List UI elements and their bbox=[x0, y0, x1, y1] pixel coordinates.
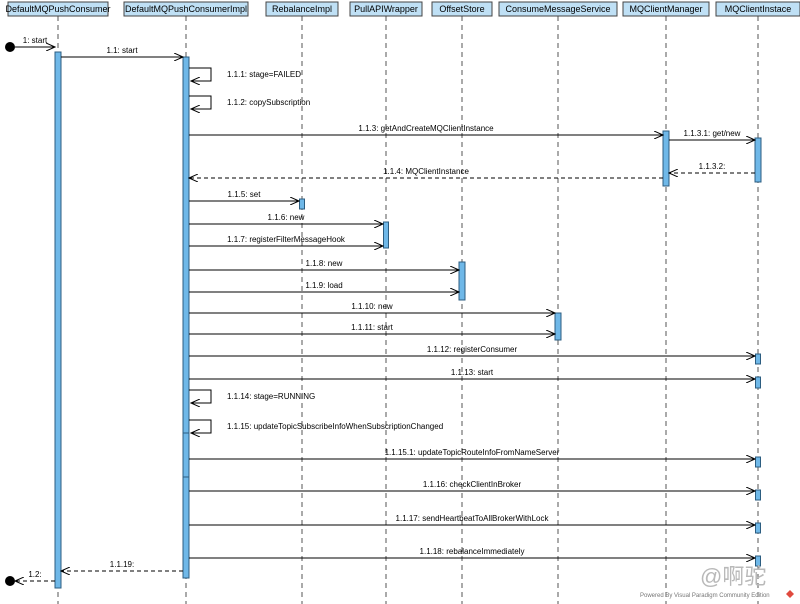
lifeline-header-box bbox=[498, 1, 618, 17]
message-label: 1: start bbox=[23, 36, 48, 45]
activation-bar-DefaultMQPushConsumer bbox=[54, 51, 62, 589]
end-point-icon bbox=[5, 576, 15, 586]
message-label: 1.1.10: new bbox=[351, 302, 393, 311]
lifeline-name: DefaultMQPushConsumerImpl bbox=[125, 4, 247, 14]
lifeline-header-box bbox=[431, 1, 493, 17]
message-15: 1.1.11: start bbox=[189, 323, 555, 334]
message-2: 1.1: start bbox=[61, 46, 183, 57]
lifeline-header-box bbox=[7, 1, 109, 17]
activation-bar-RebalanceImpl bbox=[299, 198, 305, 210]
message-6: 1.1.3.1: get/new bbox=[669, 129, 755, 140]
message-label: 1.1.17: sendHeartbeatToAllBrokerWithLock bbox=[396, 514, 550, 523]
message-label: 1.1.15: updateTopicSubscribeInfoWhenSubs… bbox=[227, 422, 443, 431]
message-label: 1.1.1: stage=FAILED bbox=[227, 70, 301, 79]
message-3: 1.1.1: stage=FAILED bbox=[189, 67, 301, 81]
lifeline-header-box bbox=[715, 1, 800, 17]
self-message-arrow bbox=[189, 419, 212, 433]
message-24: 1.1.19: bbox=[61, 560, 183, 571]
message-label: 1.1.19: bbox=[110, 560, 134, 569]
start-point-icon bbox=[5, 42, 15, 52]
activation-bar-MQClientInstace bbox=[755, 522, 761, 534]
message-label: 1.1.12: registerConsumer bbox=[427, 345, 518, 354]
lifeline-name: DefaultMQPushConsumer bbox=[5, 4, 110, 14]
message-label: 1.1.14: stage=RUNNING bbox=[227, 392, 315, 401]
message-label: 1.1.3.2: bbox=[699, 162, 726, 171]
message-25: 1.2: bbox=[15, 570, 55, 581]
activation-bar-MQClientInstace bbox=[755, 376, 761, 389]
message-label: 1.1.8: new bbox=[306, 259, 343, 268]
activation-bar-MQClientManager bbox=[662, 130, 670, 187]
message-19: 1.1.15: updateTopicSubscribeInfoWhenSubs… bbox=[189, 419, 443, 433]
message-11: 1.1.7: registerFilterMessageHook bbox=[189, 235, 383, 246]
lifeline-RebalanceImpl: RebalanceImpl bbox=[265, 1, 339, 604]
message-label: 1.1.4: MQClientInstance bbox=[383, 167, 469, 176]
message-7: 1.1.3.2: bbox=[669, 162, 755, 173]
lifeline-MQClientInstace: MQClientInstace bbox=[715, 1, 800, 604]
message-label: 1.1.9: load bbox=[305, 281, 342, 290]
lifeline-OffsetStore: OffsetStore bbox=[431, 1, 493, 604]
message-9: 1.1.5: set bbox=[189, 190, 299, 201]
lifeline-header-box bbox=[349, 1, 423, 17]
message-label: 1.1.13: start bbox=[451, 368, 494, 377]
message-22: 1.1.17: sendHeartbeatToAllBrokerWithLock bbox=[189, 514, 755, 525]
message-label: 1.1.3: getAndCreateMQClientInstance bbox=[358, 124, 494, 133]
message-label: 1.1.18: rebalanceImmediately bbox=[420, 547, 525, 556]
activation-bar-MQClientInstace bbox=[754, 137, 762, 183]
message-label: 1.1.15.1: updateTopicRouteInfoFromNameSe… bbox=[385, 448, 560, 457]
lifeline-ConsumeMessageService: ConsumeMessageService bbox=[498, 1, 618, 604]
message-21: 1.1.16: checkClientInBroker bbox=[189, 480, 755, 491]
activation-bar-OffsetStore bbox=[458, 261, 466, 301]
self-message-arrow bbox=[189, 389, 212, 403]
lifeline-name: RebalanceImpl bbox=[272, 4, 332, 14]
message-16: 1.1.12: registerConsumer bbox=[189, 345, 755, 356]
vp-logo-icon bbox=[786, 590, 794, 598]
message-label: 1.2: bbox=[28, 570, 41, 579]
activation-bar-MQClientInstace bbox=[755, 456, 761, 468]
lifeline-name: OffsetStore bbox=[439, 4, 484, 14]
message-18: 1.1.14: stage=RUNNING bbox=[189, 389, 315, 403]
message-23: 1.1.18: rebalanceImmediately bbox=[189, 547, 755, 558]
message-1: 1: start bbox=[15, 36, 55, 47]
message-20: 1.1.15.1: updateTopicRouteInfoFromNameSe… bbox=[189, 448, 755, 459]
lifeline-header-box bbox=[265, 1, 339, 17]
message-14: 1.1.10: new bbox=[189, 302, 555, 313]
activation-bar-DefaultMQPushConsumerImpl bbox=[182, 432, 190, 478]
activation-bar-MQClientInstace bbox=[755, 489, 761, 501]
watermark: @啊驼 bbox=[700, 564, 766, 589]
message-8: 1.1.4: MQClientInstance bbox=[189, 167, 663, 178]
message-label: 1.1.5: set bbox=[228, 190, 262, 199]
activation-bar-DefaultMQPushConsumerImpl bbox=[182, 56, 190, 579]
activation-bar-ConsumeMessageService bbox=[554, 312, 562, 341]
lifeline-header-box bbox=[622, 1, 710, 17]
footer-credit: Powered By Visual Paradigm Community Edi… bbox=[640, 593, 770, 599]
message-label: 1.1.16: checkClientInBroker bbox=[423, 480, 522, 489]
message-12: 1.1.8: new bbox=[189, 259, 459, 270]
message-label: 1.1: start bbox=[106, 46, 138, 55]
message-4: 1.1.2: copySubscription bbox=[189, 95, 310, 109]
self-message-arrow bbox=[189, 95, 212, 109]
message-label: 1.1.2: copySubscription bbox=[227, 98, 310, 107]
lifeline-name: ConsumeMessageService bbox=[505, 4, 610, 14]
message-17: 1.1.13: start bbox=[189, 368, 755, 379]
lifeline-name: MQClientManager bbox=[629, 4, 702, 14]
message-5: 1.1.3: getAndCreateMQClientInstance bbox=[189, 124, 663, 135]
lifeline-MQClientManager: MQClientManager bbox=[622, 1, 710, 604]
message-10: 1.1.6: new bbox=[189, 213, 383, 224]
message-label: 1.1.6: new bbox=[268, 213, 305, 222]
lifeline-PullAPIWrapper: PullAPIWrapper bbox=[349, 1, 423, 604]
activation-bar-MQClientInstace bbox=[755, 353, 761, 365]
self-message-arrow bbox=[189, 67, 212, 81]
message-label: 1.1.7: registerFilterMessageHook bbox=[227, 235, 346, 244]
message-13: 1.1.9: load bbox=[189, 281, 459, 292]
activation-bar-PullAPIWrapper bbox=[383, 221, 389, 249]
message-label: 1.1.11: start bbox=[351, 323, 393, 332]
lifeline-header-box bbox=[123, 1, 249, 17]
message-label: 1.1.3.1: get/new bbox=[684, 129, 741, 138]
lifeline-name: MQClientInstace bbox=[725, 4, 792, 14]
lifeline-name: PullAPIWrapper bbox=[354, 4, 418, 14]
